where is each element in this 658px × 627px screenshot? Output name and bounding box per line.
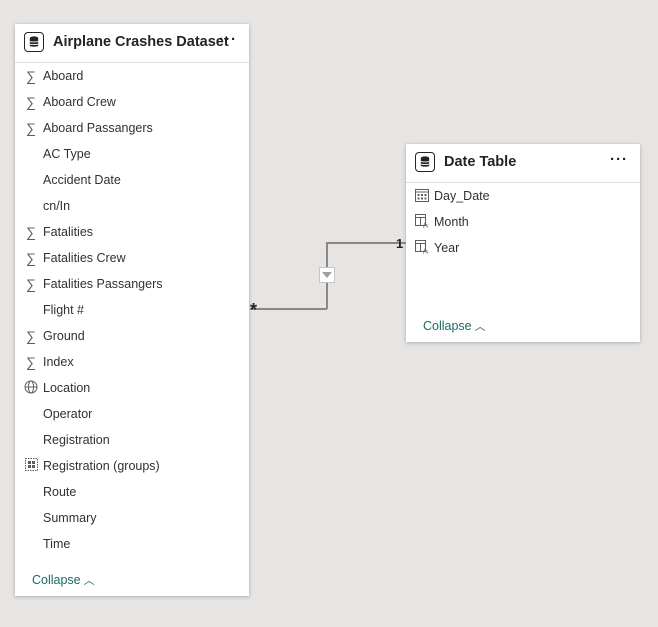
more-options-button[interactable]: ··· <box>610 151 628 168</box>
field-label: Registration (groups) <box>43 459 160 473</box>
field-row[interactable]: Summary <box>15 505 249 531</box>
field-row[interactable]: Day_Date <box>406 183 640 209</box>
field-label: Accident Date <box>43 173 121 187</box>
field-row[interactable]: ∑ Index <box>15 349 249 375</box>
field-label: Ground <box>43 329 85 343</box>
globe-icon <box>22 380 40 397</box>
field-label: Location <box>43 381 91 395</box>
cardinality-one-marker: 1 <box>396 236 404 251</box>
field-label: Aboard <box>43 69 84 83</box>
sum-icon: ∑ <box>26 119 36 136</box>
field-row[interactable]: Registration (groups) <box>15 453 249 479</box>
field-row[interactable]: Location <box>15 375 249 401</box>
field-label: Time <box>43 537 71 551</box>
collapse-label: Collapse <box>423 319 472 333</box>
cardinality-many-marker: * <box>250 300 258 320</box>
relationship-line-segment[interactable] <box>326 242 406 244</box>
field-row[interactable]: ∑ Fatalities <box>15 219 249 245</box>
field-label: cn/In <box>43 199 71 213</box>
database-icon <box>415 152 435 172</box>
field-row[interactable]: ∑ Aboard Crew <box>15 89 249 115</box>
sum-icon: ∑ <box>26 67 36 84</box>
database-icon <box>24 32 44 52</box>
field-label: Flight # <box>43 303 84 317</box>
filter-direction-icon[interactable] <box>319 267 335 283</box>
svg-text:fx: fx <box>422 248 429 254</box>
svg-text:fx: fx <box>422 222 429 228</box>
field-row[interactable]: AC Type <box>15 141 249 167</box>
field-label: Day_Date <box>434 189 490 203</box>
collapse-label: Collapse <box>32 573 81 587</box>
field-row[interactable]: ∑ Ground <box>15 323 249 349</box>
more-options-button[interactable]: ··· <box>219 31 237 48</box>
relationship-line-segment[interactable] <box>250 308 327 310</box>
calculated-column-icon: fx <box>413 239 431 257</box>
sum-icon: ∑ <box>26 353 36 370</box>
field-label: Month <box>434 215 469 229</box>
field-label: Registration <box>43 433 110 447</box>
calendar-icon <box>413 188 431 205</box>
field-row[interactable]: Operator <box>15 401 249 427</box>
field-label: Aboard Crew <box>43 95 116 109</box>
group-icon <box>22 458 40 474</box>
field-row[interactable]: fx Year <box>406 235 640 261</box>
field-label: Fatalities Passangers <box>43 277 163 291</box>
field-row[interactable]: Accident Date <box>15 167 249 193</box>
field-label: Summary <box>43 511 97 525</box>
field-list: ∑ Aboard ∑ Aboard Crew ∑ Aboard Passangers AC … <box>15 63 249 557</box>
field-label: Route <box>43 485 77 499</box>
sum-icon: ∑ <box>26 275 36 292</box>
field-row[interactable]: ∑ Aboard <box>15 63 249 89</box>
collapse-button[interactable]: Collapse︿ <box>423 318 486 334</box>
field-label: Aboard Passangers <box>43 121 153 135</box>
field-row[interactable]: fx Month <box>406 209 640 235</box>
field-label: Fatalities Crew <box>43 251 126 265</box>
chevron-up-icon: ︿ <box>83 575 95 587</box>
field-label: Operator <box>43 407 93 421</box>
field-row[interactable]: ∑ Fatalities Crew <box>15 245 249 271</box>
field-label: Index <box>43 355 74 369</box>
chevron-up-icon: ︿ <box>474 321 486 333</box>
sum-icon: ∑ <box>26 327 36 344</box>
field-row[interactable]: ∑ Fatalities Passangers <box>15 271 249 297</box>
table-title: Airplane Crashes Dataset <box>53 34 229 50</box>
sum-icon: ∑ <box>26 93 36 110</box>
field-label: AC Type <box>43 147 91 161</box>
field-row[interactable]: ∑ Aboard Passangers <box>15 115 249 141</box>
field-label: Fatalities <box>43 225 94 239</box>
field-row[interactable]: Route <box>15 479 249 505</box>
sum-icon: ∑ <box>26 223 36 240</box>
calculated-column-icon: fx <box>413 213 431 231</box>
table-card-header[interactable]: Airplane Crashes Dataset ··· <box>15 24 249 63</box>
sum-icon: ∑ <box>26 249 36 266</box>
table-card-airplane-crashes[interactable]: Airplane Crashes Dataset ··· ∑ Aboard ∑ Abo… <box>15 24 249 596</box>
table-title: Date Table <box>444 154 517 170</box>
collapse-button[interactable]: Collapse︿ <box>32 572 95 588</box>
field-row[interactable]: Registration <box>15 427 249 453</box>
field-row[interactable]: Flight # <box>15 297 249 323</box>
field-row[interactable]: Time <box>15 531 249 557</box>
table-card-header[interactable]: Date Table ··· <box>406 144 640 183</box>
field-row[interactable]: cn/In <box>15 193 249 219</box>
field-label: Year <box>434 241 460 255</box>
